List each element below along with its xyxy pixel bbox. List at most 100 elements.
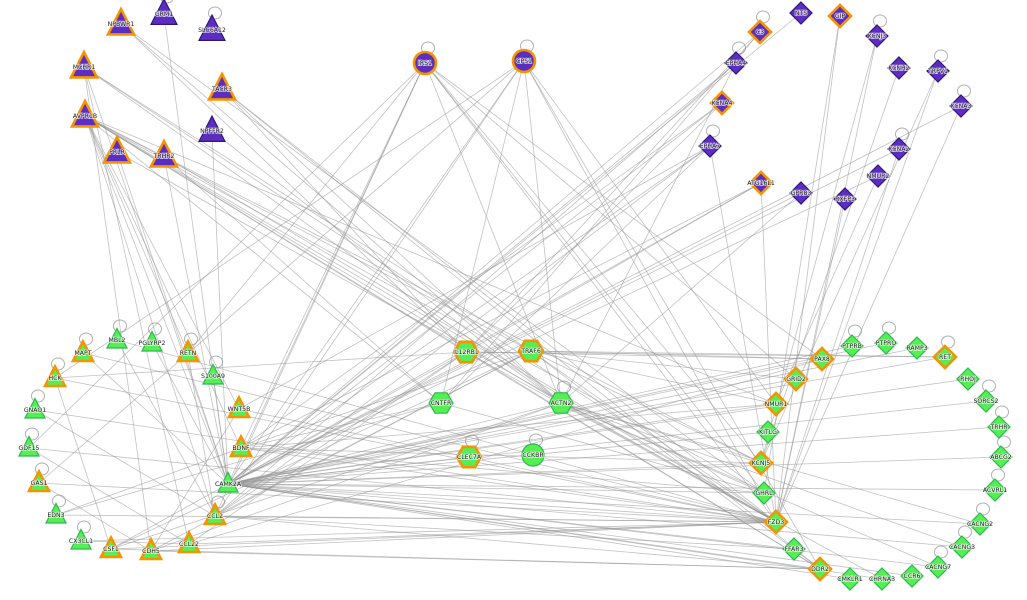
edge-irs1-gdf15 <box>28 62 426 449</box>
node-nmur2[interactable] <box>866 164 890 188</box>
node-trhr2[interactable] <box>148 138 180 168</box>
node-cacng7[interactable] <box>926 555 950 579</box>
edge-cntfr-bdnf <box>240 402 442 449</box>
node-kcnh2[interactable] <box>887 56 911 80</box>
node-gdf15[interactable] <box>18 435 40 457</box>
node-il12rb1[interactable] <box>452 340 480 364</box>
node-camk2a[interactable] <box>217 471 239 493</box>
node-prlr[interactable] <box>101 134 133 164</box>
selfloops-layer <box>25 0 1011 559</box>
node-rxfp3[interactable] <box>833 187 857 211</box>
node-ptprb[interactable] <box>840 334 864 358</box>
node-epha7[interactable] <box>698 134 722 158</box>
node-abcg2[interactable] <box>989 445 1013 469</box>
node-atg16l1[interactable] <box>748 170 774 196</box>
node-gpr83[interactable] <box>789 181 813 205</box>
node-cacng3[interactable] <box>950 535 974 559</box>
edge-ccl22-pax8 <box>188 358 823 545</box>
node-ccl2[interactable] <box>202 501 228 526</box>
selfloop-cx3cl1 <box>77 520 91 534</box>
node-avpr1b[interactable] <box>69 98 101 128</box>
node-wnt5b[interactable] <box>226 394 252 419</box>
node-kcna3[interactable] <box>949 94 973 118</box>
edge-mchr1-cdh5 <box>83 66 152 552</box>
node-pglyrp2[interactable] <box>141 330 163 352</box>
node-ramp3[interactable] <box>905 336 929 360</box>
edge-fzd3-gdf15 <box>28 447 777 523</box>
node-trpv1[interactable] <box>926 59 950 83</box>
node-acvrl1[interactable] <box>983 478 1007 502</box>
node-clec7a[interactable] <box>455 445 483 469</box>
node-cps1[interactable] <box>511 48 537 74</box>
edge-irs1-ccl2 <box>214 62 426 517</box>
edge-camk2a-grid2 <box>227 378 797 485</box>
edge-pglyrp2-camk2a <box>151 342 229 485</box>
node-grid2[interactable] <box>783 366 809 392</box>
node-cdh5[interactable] <box>138 536 164 561</box>
node-ffar3[interactable] <box>782 537 806 561</box>
node-hck[interactable] <box>42 363 68 388</box>
node-kcna4[interactable] <box>709 90 735 116</box>
node-irs1[interactable] <box>412 50 438 76</box>
node-gas1[interactable] <box>26 468 52 493</box>
edge-atg16l1-camk2a <box>227 182 762 485</box>
node-gnao1[interactable] <box>24 397 46 419</box>
node-pax8[interactable] <box>809 346 835 372</box>
node-traf6[interactable] <box>517 339 545 363</box>
node-cmklr1[interactable] <box>838 567 862 591</box>
node-sorcs2[interactable] <box>974 389 998 413</box>
node-kcna2[interactable] <box>887 137 911 161</box>
edge-actn2-kcnj5 <box>560 402 762 464</box>
node-retn[interactable] <box>175 338 201 363</box>
node-edn3[interactable] <box>45 502 67 524</box>
node-cntfr[interactable] <box>428 392 454 414</box>
node-cx3cl1[interactable] <box>70 528 92 550</box>
node-mapt[interactable] <box>70 338 96 363</box>
edge-irs1-kcnj5 <box>424 62 762 464</box>
node-trhr[interactable] <box>987 415 1011 439</box>
edge-cdh5-ddr2 <box>150 550 821 570</box>
node-kcnj3[interactable] <box>865 24 889 48</box>
node-ptpro[interactable] <box>874 331 898 355</box>
edge-epha7-camk2a <box>227 145 711 485</box>
node-ghrl[interactable] <box>752 481 776 505</box>
node-mchr1[interactable] <box>68 49 100 79</box>
node-ccr6[interactable] <box>900 564 924 588</box>
edge-fzd3-bdnf <box>240 447 777 523</box>
edge-kcna2-camk2a <box>227 148 900 485</box>
node-nmur1[interactable] <box>763 391 789 417</box>
node-fzd3[interactable] <box>763 509 789 535</box>
edge-traf6-nmur1 <box>530 350 777 405</box>
node-chrna3[interactable] <box>870 567 894 591</box>
edge-trpv1-fzd3 <box>775 70 939 523</box>
node-c3[interactable] <box>747 19 773 45</box>
node-mbl2[interactable] <box>106 327 128 349</box>
selfloop-epha7 <box>706 124 720 138</box>
node-rhoj[interactable] <box>956 367 980 391</box>
node-bdnf[interactable] <box>228 433 254 458</box>
node-ddr2[interactable] <box>807 556 833 582</box>
selfloop-edn3 <box>52 494 66 508</box>
node-grm1[interactable] <box>150 0 178 25</box>
node-actn2[interactable] <box>548 392 574 414</box>
node-gip[interactable] <box>827 3 853 29</box>
node-tacr3[interactable] <box>206 71 238 101</box>
edge-atg16l1-bdnf <box>240 182 762 449</box>
node-kitlg[interactable] <box>756 420 780 444</box>
node-cckbr[interactable] <box>521 443 545 467</box>
node-npbwr1[interactable] <box>105 6 137 36</box>
node-s100a9[interactable] <box>202 363 224 385</box>
node-kcnj5[interactable] <box>748 450 774 476</box>
node-csf1[interactable] <box>98 534 124 559</box>
edge-ccl2-ffar3 <box>214 515 795 550</box>
node-cacng2[interactable] <box>968 512 992 536</box>
node-nts[interactable] <box>789 1 813 25</box>
edge-fzd3-mapt <box>82 352 777 523</box>
node-ccl22[interactable] <box>176 529 202 554</box>
node-slc6a12[interactable] <box>198 13 226 42</box>
node-epha4[interactable] <box>724 51 748 75</box>
node-npffr2[interactable] <box>198 114 226 142</box>
node-ret[interactable] <box>932 344 958 370</box>
